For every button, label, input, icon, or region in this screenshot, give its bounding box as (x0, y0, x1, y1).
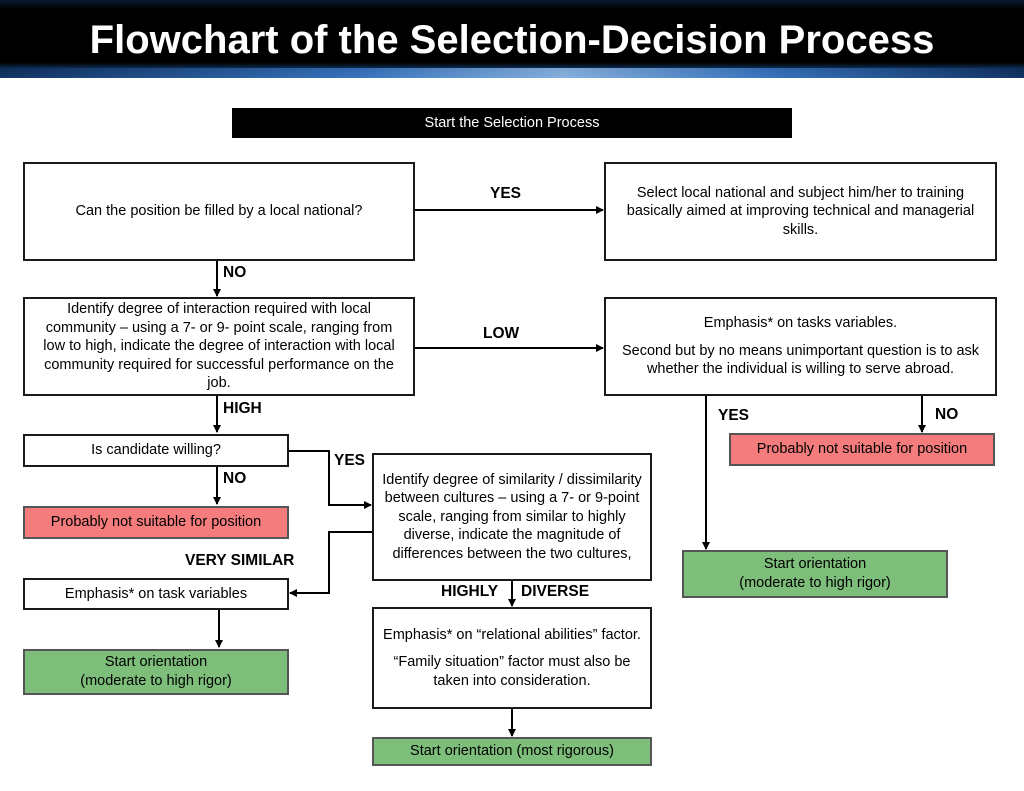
interaction-degree-text: Identify degree of interaction required … (43, 301, 395, 392)
not-suitable-right-text: Probably not suitable for position (756, 441, 968, 458)
orientation-left: Start orientation (moderate to high rigo… (23, 649, 289, 695)
label-no-willing: NO (223, 470, 247, 487)
label-no-willing-abroad: NO (935, 406, 959, 423)
select-local-national-box: Select local national and subject him/he… (604, 162, 997, 261)
orientation-right-line1: Start orientation (763, 556, 867, 572)
arrow-willing-to-similarity (288, 450, 372, 509)
banner-streak (0, 68, 1024, 78)
label-very-similar: VERY SIMILAR (185, 552, 295, 569)
label-yes-willing: YES (334, 452, 366, 469)
local-national-question-text: Can the position be filled by a local na… (75, 203, 363, 220)
willing-question-text: Is candidate willing? (91, 442, 221, 459)
title-banner: Flowchart of the Selection-Decision Proc… (0, 0, 1024, 78)
orientation-most-rigorous-text: Start orientation (most rigorous) (410, 743, 614, 759)
not-suitable-left: Probably not suitable for position (23, 506, 289, 539)
label-diverse: DIVERSE (521, 583, 590, 600)
orientation-right: Start orientation (moderate to high rigo… (682, 550, 948, 598)
relational-abilities-line1: Emphasis* on “relational abilities” fact… (383, 626, 641, 643)
label-yes-willing-abroad: YES (718, 407, 750, 424)
relational-abilities-box: Emphasis* on “relational abilities” fact… (372, 607, 652, 709)
orientation-right-line2: (moderate to high rigor) (739, 575, 891, 591)
label-no-local: NO (223, 264, 247, 281)
label-highly: HIGHLY (441, 583, 499, 600)
start-node-text: Start the Selection Process (424, 114, 600, 131)
label-high: HIGH (223, 400, 262, 417)
label-low: LOW (483, 325, 520, 342)
local-national-question: Can the position be filled by a local na… (23, 162, 415, 261)
emphasis-tasks-line1: Emphasis* on tasks variables. (703, 315, 898, 332)
culture-similarity-box: Identify degree of similarity / dissimil… (372, 453, 652, 581)
interaction-degree-box: Identify degree of interaction required … (23, 297, 415, 396)
emphasis-task-variables-box: Emphasis* on task variables (23, 578, 289, 610)
select-local-national-text: Select local national and subject him/he… (626, 184, 975, 238)
label-yes-local: YES (490, 185, 522, 202)
emphasis-task-variables-text: Emphasis* on task variables (64, 585, 248, 602)
emphasis-tasks-line2: Second but by no means unimportant quest… (621, 342, 980, 378)
not-suitable-right: Probably not suitable for position (729, 433, 995, 466)
orientation-left-line1: Start orientation (104, 654, 208, 670)
orientation-most-rigorous: Start orientation (most rigorous) (372, 737, 652, 766)
willing-question: Is candidate willing? (23, 434, 289, 467)
relational-abilities-line2: “Family situation” factor must also be t… (393, 654, 631, 689)
orientation-left-line2: (moderate to high rigor) (80, 673, 232, 689)
emphasis-tasks-box: Emphasis* on tasks variables. Second but… (604, 297, 997, 396)
start-node: Start the Selection Process (232, 108, 792, 138)
culture-similarity-text: Identify degree of similarity / dissimil… (382, 471, 642, 562)
page-title: Flowchart of the Selection-Decision Proc… (89, 18, 935, 62)
arrow-similarity-to-tasks (289, 531, 372, 597)
not-suitable-left-text: Probably not suitable for position (50, 514, 262, 531)
